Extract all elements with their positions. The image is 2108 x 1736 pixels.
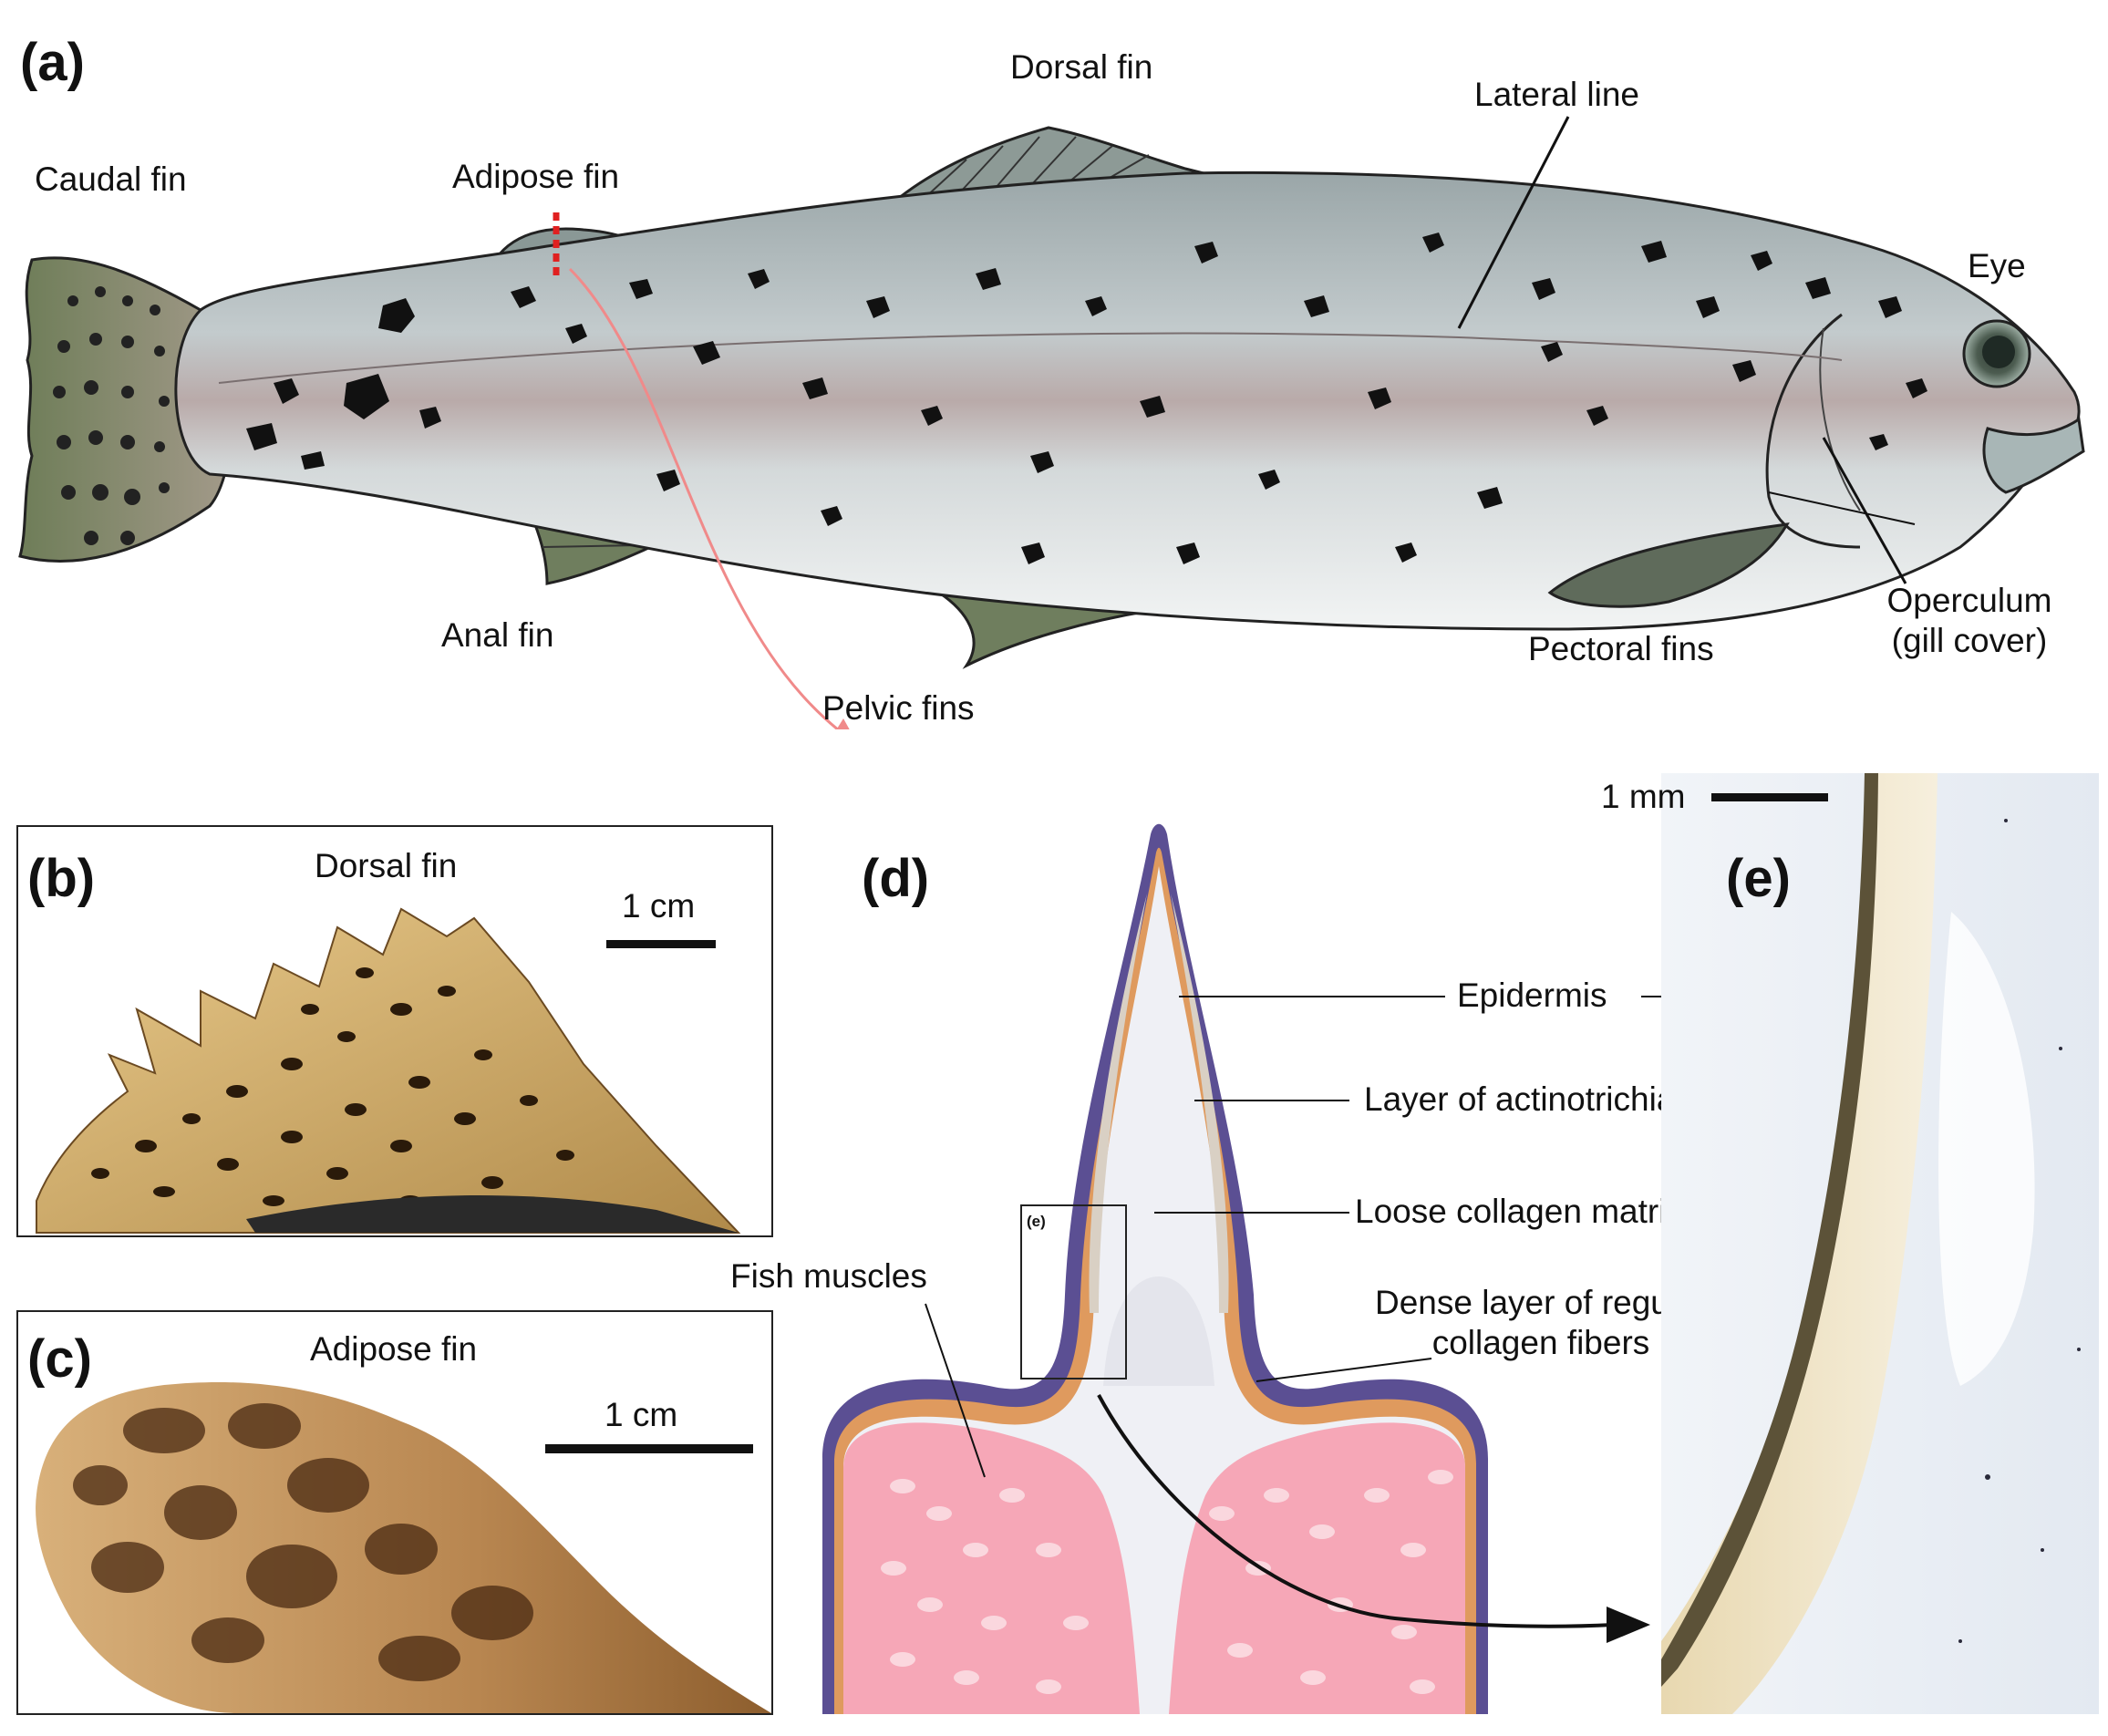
panel-e-scale-label: 1 mm [1601,778,1686,815]
label-dorsal-fin: Dorsal fin [1010,48,1153,86]
muscle-left [843,1422,1140,1714]
panel-b-scale-bar [606,940,716,948]
label-dense-line1: Dense layer of regular [1374,1284,1708,1321]
lateral-line-path [218,332,1843,384]
actinotrichia-right [1171,894,1229,1313]
panel-label-b: (b) [27,849,96,908]
mouth [1982,417,2085,494]
fish-body [174,170,2081,631]
label-actinotrichia: Layer of actinotrichia [1364,1080,1676,1118]
panel-label-d: (d) [862,849,930,908]
panel-label-e: (e) [1726,849,1791,908]
label-pelvic-fins: Pelvic fins [822,689,975,727]
label-epidermis: Epidermis [1457,976,1607,1014]
actinotrichia-left [1089,894,1147,1313]
caudal-fin [18,256,234,563]
fish-illustration [18,116,2085,729]
muscle-right [1169,1422,1465,1714]
inset-e-box [1020,1204,1127,1380]
operculum-line [1765,313,1861,549]
panel-label-a: (a) [20,33,85,92]
inset-e-label: (e) [1027,1213,1046,1230]
label-operculum: Operculum (gill cover) [1860,581,2079,662]
label-dense-layer: Dense layer of regular collagen fibers [1340,1283,1741,1364]
arrow-to-panel-d [568,267,841,729]
panel-b-box [16,825,773,1237]
label-caudal-fin: Caudal fin [35,160,187,198]
label-dense-line2: collagen fibers [1431,1324,1650,1362]
arrow-to-panel-e [1097,1394,1615,1628]
panel-b-scale-label: 1 cm [622,887,696,925]
panel-c-scale-bar [545,1444,753,1453]
panel-b-title: Dorsal fin [315,847,458,884]
adipose-fin-photo [36,1382,771,1713]
label-anal-fin: Anal fin [441,616,554,654]
panel-label-c: (c) [27,1329,92,1389]
panel-e-scale-bar [1711,793,1828,801]
panel-c-title: Adipose fin [310,1330,478,1368]
pectoral-fin-drawing [1547,522,1790,608]
label-loose-collagen: Loose collagen matrix [1355,1193,1683,1230]
label-fish-muscles: Fish muscles [730,1257,927,1295]
label-pectoral-fins: Pectoral fins [1528,630,1714,667]
panel-c-scale-label: 1 cm [604,1396,678,1433]
label-operculum-line1: Operculum [1886,582,2052,619]
dense-layer [834,847,1476,1714]
caudal-fin-spots [53,286,170,545]
label-adipose-fin: Adipose fin [452,158,620,195]
label-operculum-line2: (gill cover) [1891,622,2048,660]
panel-c-box [16,1310,773,1715]
label-eye: Eye [1968,247,2026,284]
body-spots [246,232,1927,564]
label-lateral-line: Lateral line [1474,76,1640,113]
dorsal-fin-photo [36,907,741,1234]
